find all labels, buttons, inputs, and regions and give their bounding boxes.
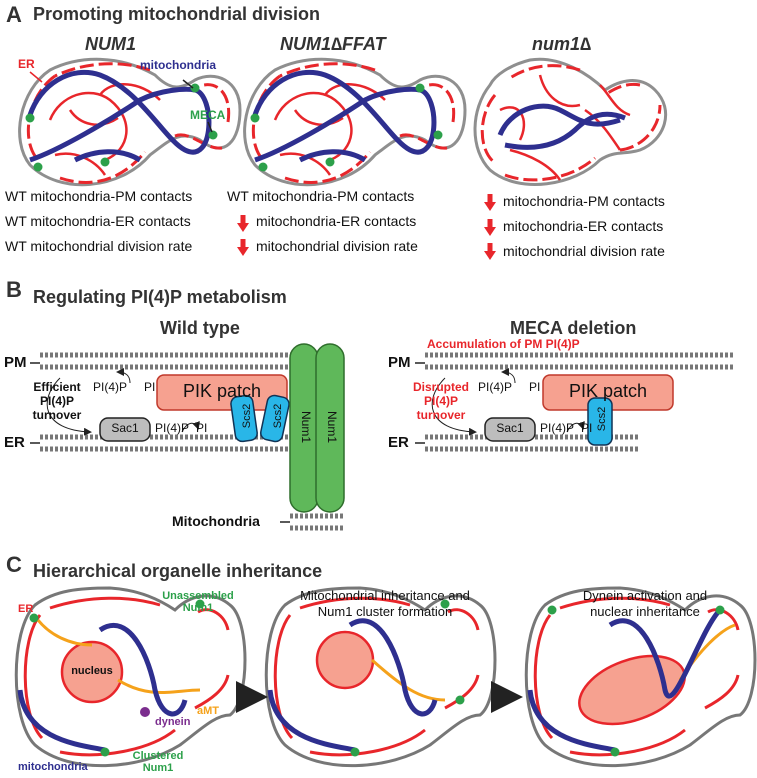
- wild-type-title: Wild type: [160, 318, 240, 338]
- er-label-wt: ER: [4, 434, 25, 451]
- membrane-pm-meca: [425, 352, 735, 370]
- panel-a-letter: A: [6, 2, 22, 27]
- row3-col2: mitochondrial division rate: [256, 238, 418, 254]
- pi-er-meca: PI: [581, 421, 593, 435]
- stage3-caption: Dynein activation and nuclear inheritanc…: [582, 588, 708, 619]
- pm-label-meca: PM: [388, 354, 411, 371]
- clustered-num1-label: Clustered Num1: [132, 750, 184, 774]
- cell-stage-2: [264, 586, 497, 768]
- sac1-protein-meca: [484, 417, 536, 442]
- decrease-arrow-icon: [237, 215, 249, 232]
- panel-b-title: Regulating PI(4)P metabolism: [33, 287, 287, 307]
- pi4p-pm-wt: PI(4)P: [93, 380, 128, 394]
- membrane-mito-wt: [290, 513, 345, 531]
- row1-col2: WT mitochondria-PM contacts: [227, 188, 415, 204]
- accumulation-label: Accumulation of PM PI(4)P: [427, 337, 580, 351]
- scs2-protein-1: [230, 394, 258, 443]
- amt-label: aMT: [197, 705, 219, 717]
- er-label-c: ER: [18, 603, 34, 615]
- sac1-label-meca: Sac1: [496, 421, 524, 435]
- row2-col2: mitochondria-ER contacts: [256, 213, 417, 229]
- decrease-arrow-icon: [484, 219, 496, 236]
- pi4p-er-wt: PI(4)P: [155, 421, 190, 435]
- row2-col1: WT mitochondria-ER contacts: [5, 213, 191, 229]
- panel-a-title: Promoting mitochondrial division: [33, 4, 321, 24]
- col-title-num1-dffat: NUM1∆FFAT: [280, 34, 386, 54]
- cell-num1-dffat: [243, 57, 467, 187]
- num1-label-2: Num1: [325, 410, 340, 444]
- scs2-protein-meca: [587, 397, 613, 446]
- er-label-meca: ER: [388, 434, 409, 451]
- row2-col3: mitochondria-ER contacts: [503, 218, 664, 234]
- scs2-label-meca: Scs2: [596, 406, 609, 432]
- pi-er-wt: PI: [196, 421, 208, 435]
- sac1-protein-wt: [99, 417, 151, 442]
- mitochondria-label-c: mitochondria: [18, 761, 88, 773]
- row1-col3: mitochondria-PM contacts: [503, 193, 665, 209]
- stage2-caption: Mitochondrial inheritance and Num1 clust…: [300, 588, 470, 619]
- membrane-er-wt: [40, 434, 290, 452]
- er-label: ER: [18, 57, 35, 71]
- mitochondria-label: mitochondria: [140, 58, 217, 72]
- unassembled-num1-label: Unassembled Num1: [162, 590, 234, 614]
- cell-stage-3: [524, 586, 757, 768]
- nucleus-label: nucleus: [71, 665, 113, 677]
- panel-c-title: Hierarchical organelle inheritance: [33, 561, 323, 581]
- row1-col1: WT mitochondria-PM contacts: [5, 188, 193, 204]
- dynein-label: dynein: [155, 716, 191, 728]
- pi4p-pm-meca: PI(4)P: [478, 380, 513, 394]
- pik-patch-label-wt: PIK patch: [182, 381, 262, 401]
- meca-deletion-title: MECA deletion: [510, 318, 637, 338]
- scs2-label-2: Scs2: [272, 403, 285, 429]
- pik-patch-wt: [156, 374, 288, 411]
- meca-label: MECA: [190, 108, 226, 122]
- dynein-icon: [140, 707, 150, 717]
- decrease-arrow-icon: [484, 194, 496, 211]
- row3-col1: WT mitochondrial division rate: [5, 238, 193, 254]
- cell-stage-1: [14, 586, 247, 768]
- num1-protein-2: [315, 343, 345, 513]
- disrupted-turnover-label: Disrupted PI(4)P turnover: [412, 380, 469, 422]
- decrease-arrow-icon: [484, 243, 496, 260]
- row3-col3: mitochondrial division rate: [503, 243, 665, 259]
- panel-c-letter: C: [6, 552, 22, 577]
- mitochondria-membrane-label: Mitochondria: [172, 513, 260, 529]
- panel-b-letter: B: [6, 277, 22, 302]
- efficient-turnover-label: Efficient PI(4)P turnover: [32, 380, 82, 422]
- col-title-num1-delta: num1∆: [532, 34, 592, 54]
- pi4p-er-meca: PI(4)P: [540, 421, 575, 435]
- num1-label-1: Num1: [299, 410, 314, 444]
- cell-num1-delta: [473, 57, 668, 186]
- sac1-label-wt: Sac1: [111, 421, 139, 435]
- pm-label-wt: PM: [4, 354, 27, 371]
- pik-patch-label-meca: PIK patch: [568, 381, 648, 401]
- pi-pm-meca: PI: [529, 380, 541, 394]
- pi-pm-wt: PI: [144, 380, 156, 394]
- decrease-arrow-icon: [237, 239, 249, 256]
- col-title-num1: NUM1: [85, 34, 137, 54]
- scs2-label-1: Scs2: [241, 403, 254, 429]
- cell-num1-wt: [18, 57, 242, 187]
- scs2-protein-2: [260, 394, 290, 443]
